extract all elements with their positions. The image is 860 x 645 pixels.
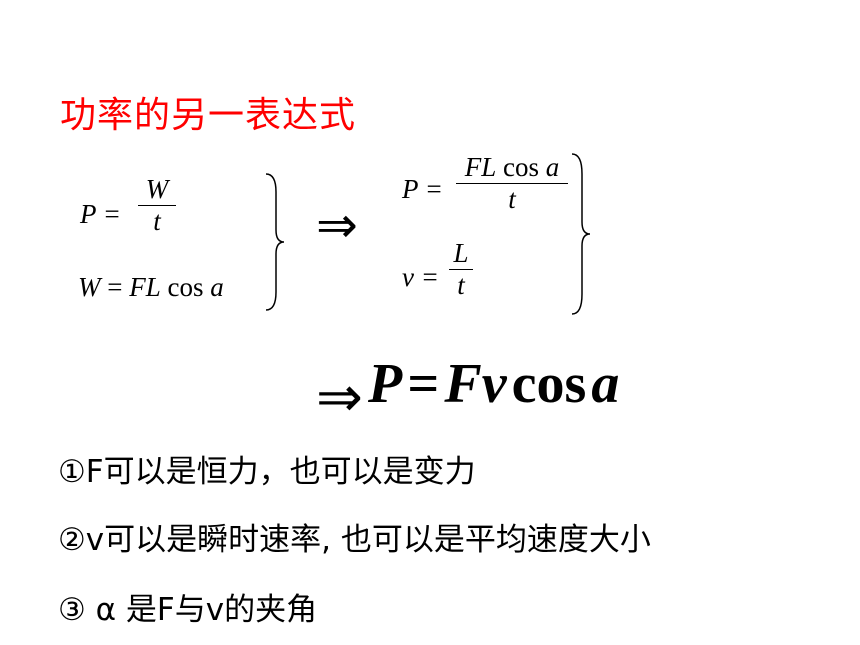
left-brace	[265, 173, 285, 311]
fraction-line	[456, 183, 568, 184]
right-v-fraction: L t	[449, 238, 473, 301]
right-p-cos: cos	[503, 152, 539, 182]
right-p-fl: FL	[464, 152, 497, 182]
fraction-line	[138, 205, 176, 206]
slide-title: 功率的另一表达式	[60, 95, 357, 136]
right-brace	[571, 153, 591, 315]
fraction-line	[449, 269, 473, 270]
right-p-lhs: P =	[402, 174, 443, 204]
left-p-denominator: t	[153, 206, 161, 236]
note-item-2: ②v可以是瞬时速率, 也可以是平均速度大小	[58, 522, 651, 558]
result-a: a	[591, 353, 620, 415]
left-w-lhs: W	[78, 272, 101, 302]
right-p-numerator: FL cos a	[465, 152, 560, 183]
left-p-numerator: W	[145, 174, 169, 204]
left-p-fraction: W t	[138, 174, 176, 237]
result-cos: cos	[511, 353, 587, 415]
note-item-3: ③ α 是F与v的夹角	[58, 592, 318, 628]
note-item-1: ①F可以是恒力，也可以是变力	[58, 454, 476, 490]
left-w-a: a	[210, 272, 224, 302]
implies-arrow: ⇒	[316, 196, 358, 254]
result-equation: ⇒ P = Fv cos a	[316, 352, 619, 430]
result-fv: Fv	[444, 353, 507, 415]
right-p-a: a	[545, 152, 560, 182]
right-p-fraction: FL cos a t	[456, 152, 568, 215]
right-p-denominator: t	[508, 184, 516, 214]
left-w-equation: W = FL cos a	[78, 272, 224, 303]
result-p: P	[368, 353, 403, 415]
left-w-eq: =	[107, 272, 123, 302]
right-v-lhs: v =	[402, 262, 439, 292]
result-implies-arrow: ⇒	[316, 365, 363, 430]
left-p-lhs: P =	[80, 199, 121, 229]
right-v-numerator: L	[453, 238, 469, 268]
right-v-denominator: t	[457, 270, 465, 300]
result-eq: =	[407, 353, 440, 415]
left-w-fl: FL	[129, 272, 161, 302]
left-w-cos: cos	[167, 272, 204, 302]
